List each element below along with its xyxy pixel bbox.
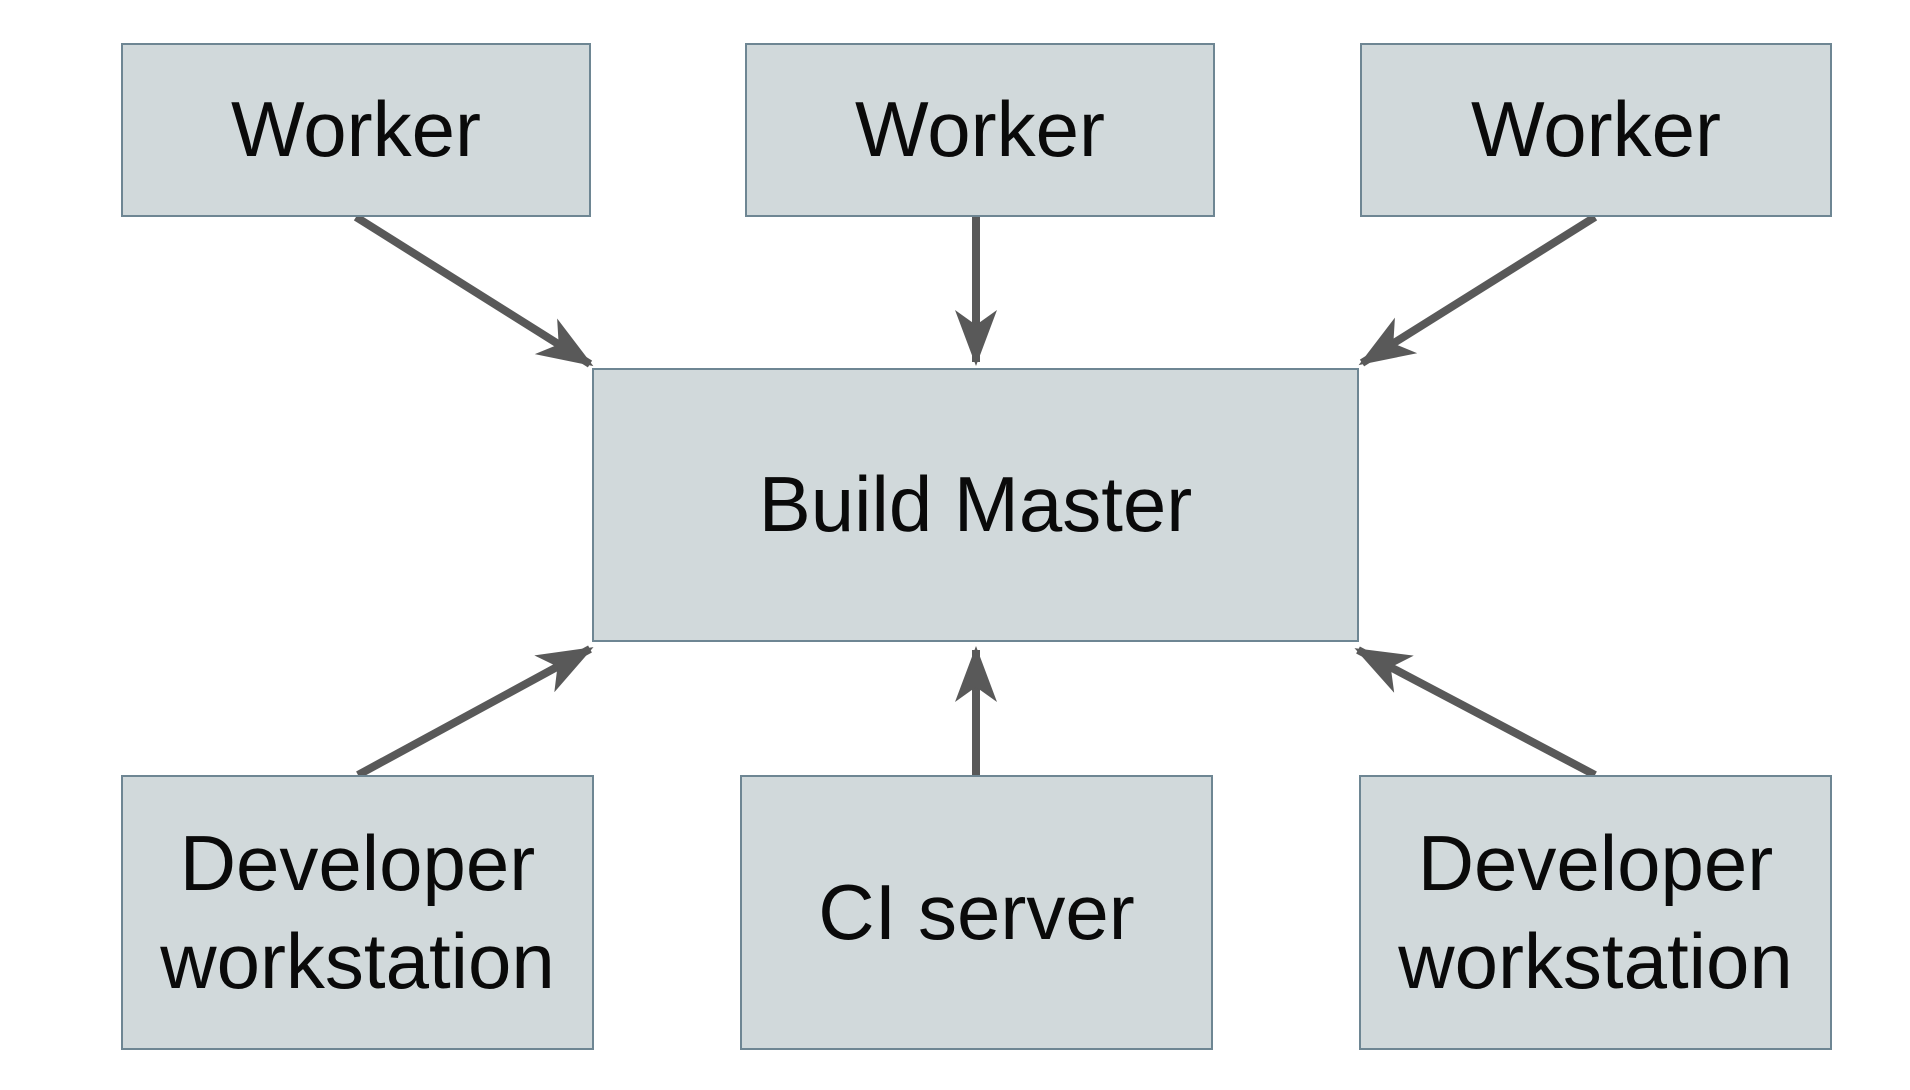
node-worker-3: Worker xyxy=(1360,43,1832,217)
node-ci-server: CI server xyxy=(740,775,1213,1050)
arrow-devright-to-buildmaster xyxy=(1354,646,1597,779)
node-build-master: Build Master xyxy=(592,368,1359,642)
node-developer-workstation-left: Developer workstation xyxy=(121,775,594,1050)
node-worker-2: Worker xyxy=(745,43,1215,217)
arrow-worker1-to-buildmaster xyxy=(353,213,594,368)
arrow-worker3-to-buildmaster xyxy=(1358,213,1598,367)
node-developer-workstation-right: Developer workstation xyxy=(1359,775,1832,1050)
arrow-devleft-to-buildmaster xyxy=(356,645,594,779)
node-worker-1: Worker xyxy=(121,43,591,217)
